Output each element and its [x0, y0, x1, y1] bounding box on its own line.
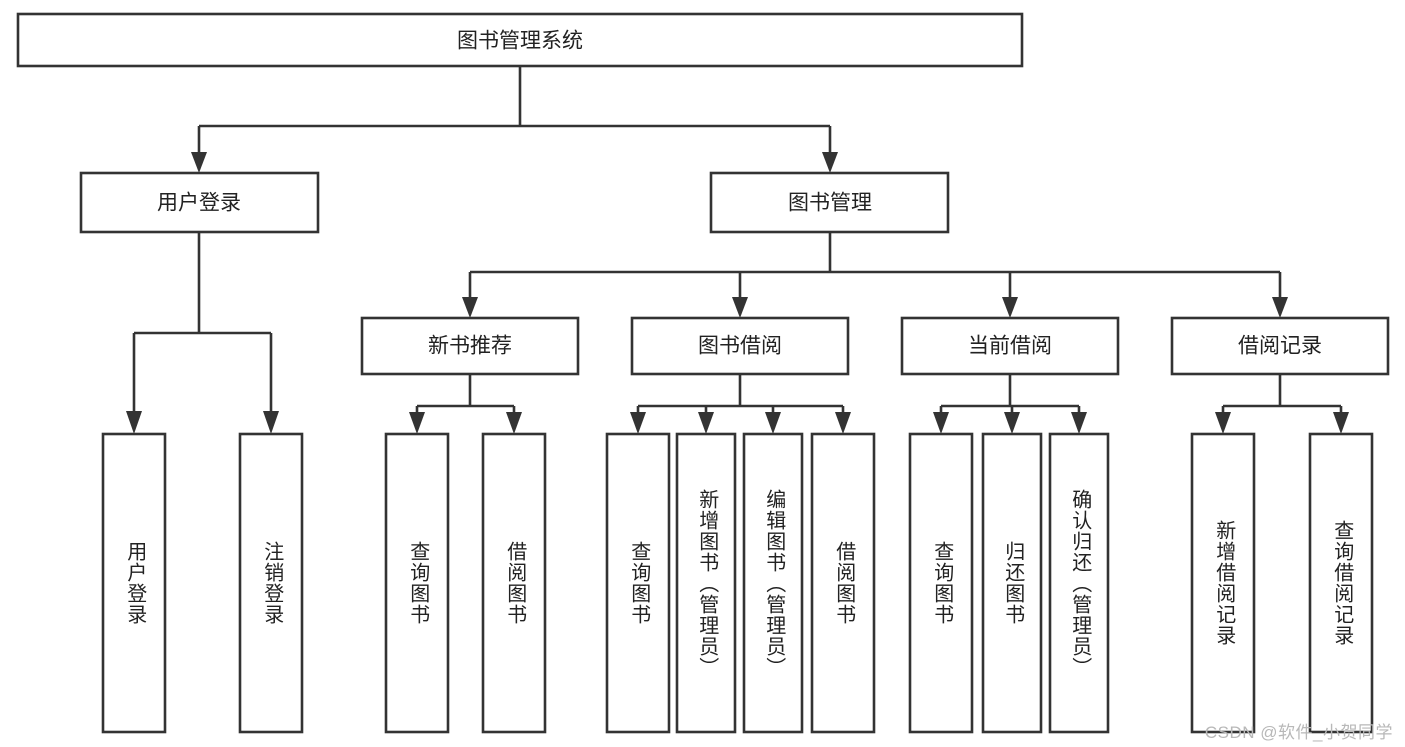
- arrow-head-leaf-add-book: [698, 412, 714, 434]
- arrow-head-leaf-borrow-book-rec: [506, 412, 522, 434]
- connector-group-user-login: [126, 232, 279, 434]
- node-current-borrow[interactable]: 当前借阅: [900, 316, 1120, 376]
- leaf-box-query-record[interactable]: [1308, 432, 1374, 734]
- node-book-borrow-box[interactable]: [630, 316, 850, 376]
- leaf-box-logout[interactable]: [238, 432, 304, 734]
- leaf-box-confirm-return[interactable]: [1048, 432, 1110, 734]
- connector-group-borrow-record: [1215, 374, 1349, 434]
- arrow-head-leaf-confirm-return: [1071, 412, 1087, 434]
- arrow-head-book-manage: [822, 152, 838, 173]
- arrow-head-leaf-add-record: [1215, 412, 1231, 434]
- arrow-head-leaf-user-login: [126, 411, 142, 434]
- node-book-borrow[interactable]: 图书借阅: [630, 316, 850, 376]
- node-root-box[interactable]: [16, 12, 1024, 68]
- arrow-head-leaf-edit-book: [765, 412, 781, 434]
- arrow-head-leaf-query-book-rec: [409, 412, 425, 434]
- arrow-head-book-borrow: [732, 297, 748, 318]
- connector-group-root: [191, 66, 838, 173]
- arrow-head-leaf-query-book-cur: [933, 412, 949, 434]
- leaf-box-query-book-cur[interactable]: [908, 432, 974, 734]
- connector-group-book-borrow: [630, 374, 851, 434]
- node-borrow-record-box[interactable]: [1170, 316, 1390, 376]
- connector-group-book-manage: [462, 232, 1288, 318]
- node-book-manage-label: 图书管理: [788, 192, 872, 215]
- node-book-borrow-label: 图书借阅: [698, 335, 782, 358]
- arrow-head-borrow-record: [1272, 297, 1288, 318]
- node-current-borrow-box[interactable]: [900, 316, 1120, 376]
- arrow-head-user-login: [191, 152, 207, 173]
- node-user-login-label: 用户登录: [157, 192, 241, 215]
- leaf-box-add-book[interactable]: [675, 432, 737, 734]
- node-new-book-recommend-box[interactable]: [360, 316, 580, 376]
- node-root-label: 图书管理系统: [457, 30, 583, 53]
- watermark-text: CSDN @软件_小贺同学: [1204, 723, 1393, 742]
- node-book-manage[interactable]: 图书管理: [709, 171, 950, 234]
- node-current-borrow-label: 当前借阅: [968, 335, 1052, 358]
- leaf-box-query-book-bor[interactable]: [605, 432, 671, 734]
- node-borrow-record[interactable]: 借阅记录: [1170, 316, 1390, 376]
- arrow-head-leaf-query-record: [1333, 412, 1349, 434]
- leaf-box-return-book[interactable]: [981, 432, 1043, 734]
- node-borrow-record-label: 借阅记录: [1238, 335, 1322, 358]
- leaf-box-borrow-book-rec[interactable]: [481, 432, 547, 734]
- connector-group-current-borrow: [933, 374, 1087, 434]
- node-user-login[interactable]: 用户登录: [79, 171, 320, 234]
- leaf-box-user-login[interactable]: [101, 432, 167, 734]
- arrow-head-leaf-query-book-bor: [630, 412, 646, 434]
- node-book-manage-box[interactable]: [709, 171, 950, 234]
- arrow-head-leaf-return-book: [1004, 412, 1020, 434]
- arrow-head-current-borrow: [1002, 297, 1018, 318]
- node-new-book-recommend[interactable]: 新书推荐: [360, 316, 580, 376]
- leaf-box-query-book-rec[interactable]: [384, 432, 450, 734]
- arrow-head-leaf-borrow-book: [835, 412, 851, 434]
- leaf-box-edit-book[interactable]: [742, 432, 804, 734]
- node-root[interactable]: 图书管理系统: [16, 12, 1024, 68]
- node-new-book-recommend-label: 新书推荐: [428, 335, 512, 358]
- node-user-login-box[interactable]: [79, 171, 320, 234]
- leaf-box-group: [101, 432, 1374, 734]
- leaf-box-add-record[interactable]: [1190, 432, 1256, 734]
- arrow-head-new-book-recommend: [462, 297, 478, 318]
- leaf-box-borrow-book[interactable]: [810, 432, 876, 734]
- arrow-head-leaf-logout: [263, 411, 279, 434]
- connector-group-new-book-recommend: [409, 374, 522, 434]
